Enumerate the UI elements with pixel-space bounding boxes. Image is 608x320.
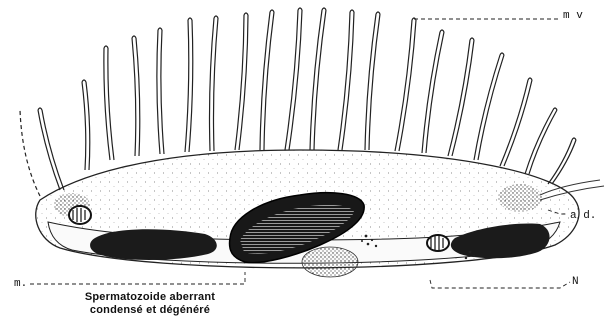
microvillus-tip <box>38 108 42 110</box>
microvillus-tip <box>244 13 248 15</box>
microvillus-tip <box>188 18 192 20</box>
microvillus-tip <box>132 36 136 38</box>
microvillus-wall <box>264 12 274 150</box>
microvillus-wall <box>478 55 504 160</box>
left-dark-mass <box>90 229 217 260</box>
microvillus-dashed <box>20 110 40 196</box>
microvillus-tip <box>322 8 326 10</box>
left-mitochondrion <box>69 206 91 224</box>
label-m: m. <box>14 278 27 290</box>
microvillus-tip <box>376 12 380 14</box>
microvillus-wall <box>289 10 302 150</box>
microvillus-wall <box>422 32 440 153</box>
microvillus-wall <box>474 55 500 160</box>
microvillus-tip <box>214 16 218 18</box>
right-granule-cluster <box>498 184 542 212</box>
microvillus-wall <box>38 110 60 190</box>
microvillus-wall <box>314 10 326 150</box>
microvillus-tip <box>572 138 576 140</box>
microvillus-tip <box>528 78 532 80</box>
microvillus-wall <box>399 20 416 151</box>
microvillus-tip <box>440 30 444 32</box>
label-mv: m v <box>563 10 583 22</box>
microvillus-tip <box>270 10 274 12</box>
caption-line-1: Spermatozoide aberrant <box>40 291 260 303</box>
microvillus-wall <box>132 38 136 156</box>
microvillus-wall <box>365 14 376 150</box>
microvillus-wall <box>452 40 474 156</box>
microvillus-wall <box>157 30 160 154</box>
microvillus-wall <box>500 80 528 166</box>
microvillus-tip <box>104 46 108 48</box>
microvillus-wall <box>108 48 114 160</box>
microvillus-wall <box>189 20 193 152</box>
microvillus-wall <box>338 12 350 150</box>
microvillus-tip <box>350 10 354 12</box>
microvillus-wall <box>235 15 244 150</box>
microvillus-wall <box>369 14 380 150</box>
microvillus-tip <box>553 108 557 110</box>
degenerate-nucleus <box>302 247 358 277</box>
microvillus-wall <box>529 110 557 174</box>
microvillus-tip <box>82 80 86 82</box>
microvillus-wall <box>136 38 140 156</box>
microvillus-wall <box>552 140 576 184</box>
microvillus-wall <box>548 140 572 184</box>
microvillus-wall <box>42 110 64 190</box>
microvillus-tip <box>158 28 162 30</box>
microvillus-wall <box>342 12 354 150</box>
microvillus-tip <box>298 8 302 10</box>
microvillus-wall <box>310 10 322 150</box>
microvillus-wall <box>525 110 553 174</box>
microvillus-wall <box>448 40 470 156</box>
microvillus-wall <box>185 20 189 152</box>
microvillus-wall <box>214 18 219 151</box>
microvillus-wall <box>86 82 90 170</box>
microvillus-tip <box>470 38 474 40</box>
microvillus-wall <box>161 30 164 154</box>
right-mitochondrion <box>427 235 449 251</box>
microvillus-wall <box>504 80 532 166</box>
label-N: N <box>572 276 579 288</box>
caption-line-2: condensé et dégénéré <box>40 304 260 316</box>
label-ad: a d. <box>570 210 596 222</box>
microvillus-tip <box>500 53 504 55</box>
microvillus-wall <box>82 82 86 170</box>
